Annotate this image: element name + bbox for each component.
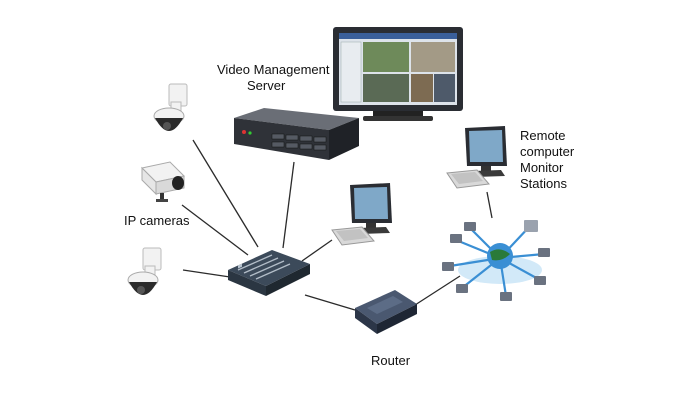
link-workstation-switch <box>301 239 333 262</box>
network-switch-icon <box>228 250 310 296</box>
label-remote-line4: Stations <box>520 176 567 191</box>
link-remote-network <box>486 191 493 219</box>
link-camera2-switch <box>181 204 249 256</box>
link-server-switch <box>282 161 295 249</box>
local-workstation <box>330 183 396 248</box>
remote-computer <box>445 126 511 191</box>
dome-camera-icon <box>127 247 162 295</box>
label-server-line1: Video Management <box>217 62 330 77</box>
link-router-network <box>414 275 461 306</box>
ip-camera-2 <box>138 161 188 202</box>
surveillance-monitor <box>333 27 463 122</box>
label-remote-line1: Remote <box>520 128 566 143</box>
video-management-server <box>234 108 359 164</box>
router-icon <box>355 290 417 334</box>
network-switch <box>228 250 310 296</box>
ip-camera-3 <box>123 247 167 304</box>
label-ip-cameras: IP cameras <box>124 213 190 228</box>
desktop-computer-icon <box>446 126 507 189</box>
link-camera1-switch <box>192 139 259 248</box>
label-server-line2: Server <box>247 78 286 93</box>
network-cloud-icon <box>442 220 550 301</box>
label-remote-line3: Monitor <box>520 160 564 175</box>
network-cloud <box>440 218 560 308</box>
label-remote-line2: computer <box>520 144 575 159</box>
surveillance-monitor-icon <box>333 27 463 121</box>
router <box>355 290 417 334</box>
dome-camera-icon <box>153 83 188 131</box>
label-remote-monitor-stations: Remote computer Monitor Stations <box>520 128 574 192</box>
box-camera-icon <box>140 161 186 202</box>
desktop-computer-icon <box>331 183 392 246</box>
ip-camera-1 <box>149 83 193 140</box>
rack-server-icon <box>234 108 359 160</box>
link-camera3-switch <box>182 269 231 278</box>
label-router: Router <box>371 353 411 368</box>
link-switch-router <box>304 294 356 311</box>
label-video-management-server: Video Management Server <box>217 62 330 94</box>
